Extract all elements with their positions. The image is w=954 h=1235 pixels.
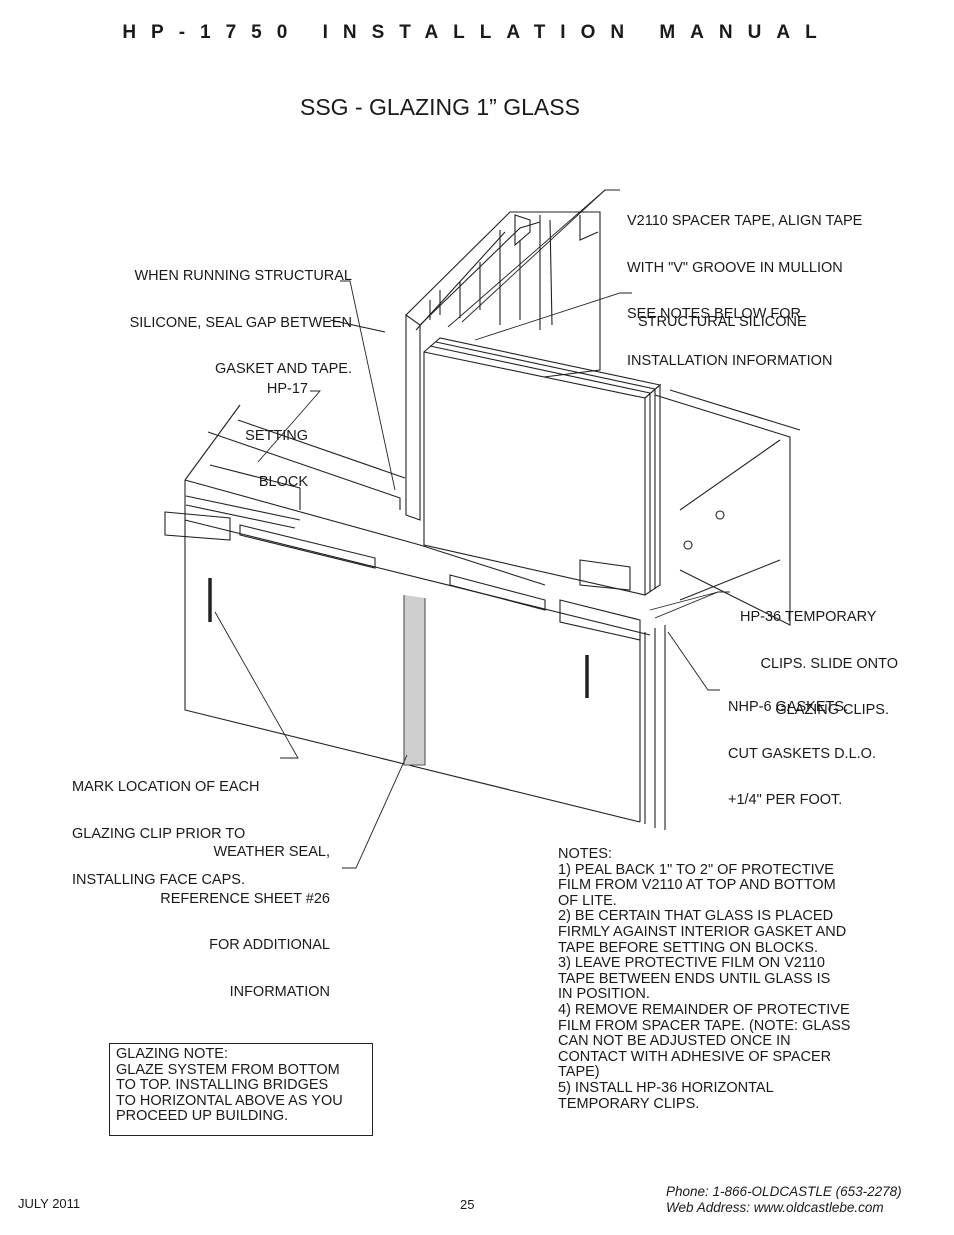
structural-silicone-callout: STRUCTURAL SILICONE [638,314,807,330]
horizontal-member [654,389,801,626]
spacer-tape-callout: V2110 SPACER TAPE, ALIGN TAPE WITH "V" G… [627,213,863,369]
page-title: SSG - GLAZING 1” GLASS [300,94,580,120]
mark-location-callout: MARK LOCATION OF EACH GLAZING CLIP PRIOR… [72,779,260,888]
installation-notes: NOTES: 1) PEAL BACK 1" TO 2" OF PROTECTI… [558,846,851,1112]
horizontal-sill [164,319,651,641]
footer-contact: Phone: 1-866-OLDCASTLE (653-2278) Web Ad… [666,1184,902,1216]
footer-web: Web Address: www.oldcastlebe.com [666,1200,884,1215]
glass-lite [423,337,662,596]
running-silicone-callout: WHEN RUNNING STRUCTURAL SILICONE, SEAL G… [129,268,352,377]
temporary-clips-callout: HP-36 TEMPORARY CLIPS. SLIDE ONTO GLAZIN… [740,609,898,718]
footer-date: JULY 2011 [18,1196,81,1211]
gaskets-callout: NHP-6 GASKETS. CUT GASKETS D.L.O. +1/4" … [728,699,876,808]
setting-block-callout: HP-17 SETTING BLOCK [245,381,308,490]
leader-lines [214,189,730,869]
glazing-note-box: GLAZING NOTE: GLAZE SYSTEM FROM BOTTOM T… [109,1043,373,1136]
manual-header: HP-1750 INSTALLATION MANUAL [122,22,832,43]
page-number: 25 [460,1197,475,1212]
lower-glass [184,520,666,830]
weather-seal-callout: WEATHER SEAL, REFERENCE SHEET #26 FOR AD… [160,844,330,1000]
footer-phone: Phone: 1-866-OLDCASTLE (653-2278) [666,1184,902,1199]
